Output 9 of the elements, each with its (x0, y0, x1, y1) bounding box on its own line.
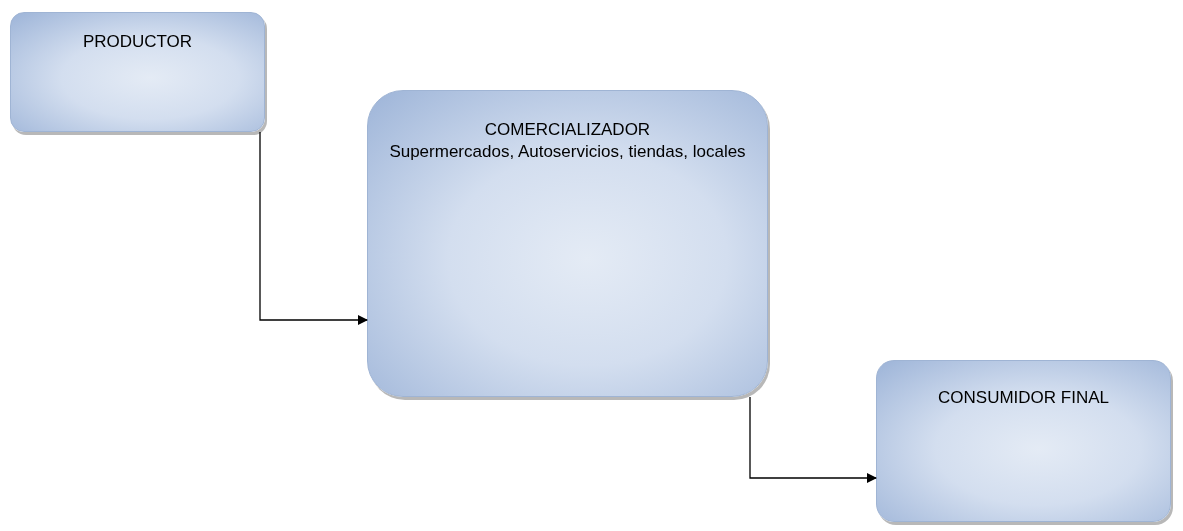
connector-arrow (259, 131, 368, 325)
rounded-box (367, 90, 768, 397)
rounded-box (876, 360, 1171, 522)
box-label: CONSUMIDOR FINAL (938, 387, 1109, 409)
box-label: Supermercados, Autoservicios, tiendas, locales (389, 141, 746, 163)
rounded-box (10, 12, 265, 132)
connector-arrow (749, 396, 877, 483)
box-label: COMERCIALIZADOR (484, 119, 651, 141)
box-label: PRODUCTOR (82, 31, 193, 53)
